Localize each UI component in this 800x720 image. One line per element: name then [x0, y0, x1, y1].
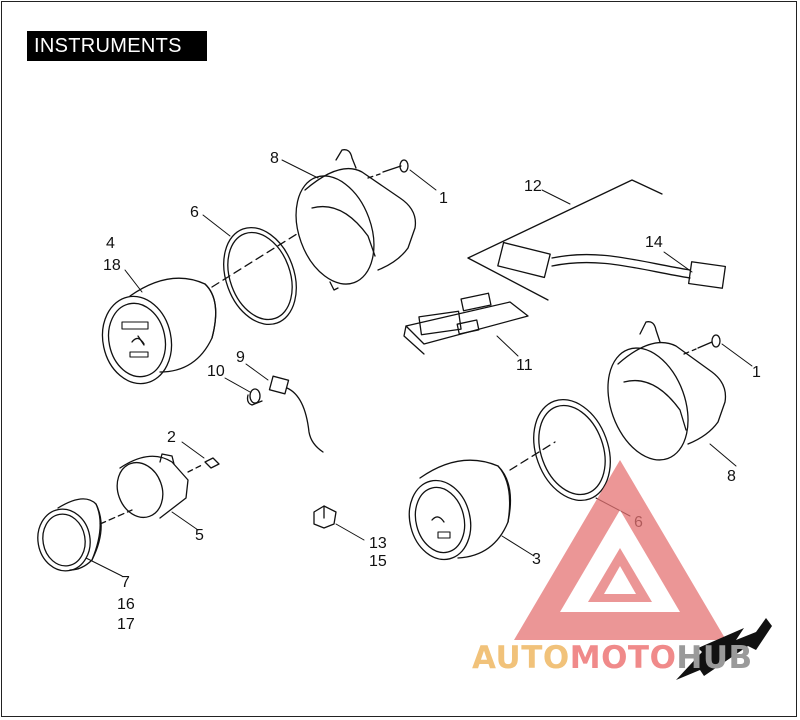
- callout-7: 7: [121, 574, 130, 591]
- speedometer-upper: [101, 277, 217, 385]
- watermark-part-hub: HUB: [676, 640, 753, 676]
- assembly-line-upper: [211, 231, 301, 288]
- callout-8-lower: 8: [727, 468, 736, 485]
- callout-13: 13: [369, 535, 387, 552]
- callout-18: 18: [103, 257, 121, 274]
- housing-lower: [607, 321, 727, 461]
- nut: [187, 457, 220, 473]
- page-title: INSTRUMENTS: [27, 31, 207, 61]
- watermark-part-auto: AUTO: [472, 640, 570, 676]
- clip: [313, 505, 337, 529]
- screw-lower: [683, 334, 721, 355]
- callout-11: 11: [516, 357, 533, 374]
- bulb-socket: [246, 375, 324, 453]
- callout-5: 5: [195, 527, 204, 544]
- callout-6-upper: 6: [190, 204, 199, 221]
- callout-1-upper: 1: [439, 190, 448, 207]
- callout-14: 14: [645, 234, 663, 251]
- watermark-logo: [514, 460, 726, 640]
- callout-1-lower: 1: [752, 364, 761, 381]
- callout-17: 17: [117, 616, 135, 633]
- leader-lines: [85, 159, 753, 577]
- watermark-arrow-icon: [676, 618, 772, 680]
- watermark-text: AUTOMOTOHUB: [472, 640, 753, 676]
- callout-2: 2: [167, 429, 176, 446]
- assembly-line-lower: [509, 441, 556, 471]
- callout-9: 9: [236, 349, 245, 366]
- watermark-part-moto: MOTO: [569, 640, 677, 676]
- tachometer-small: [37, 498, 102, 572]
- tach-bracket: [116, 453, 189, 519]
- callout-16: 16: [117, 596, 135, 613]
- gasket-ring-upper: [223, 226, 297, 326]
- screw-upper: [367, 159, 409, 179]
- gasket-ring-lower: [533, 398, 611, 502]
- callout-12: 12: [524, 178, 542, 195]
- callout-3: 3: [532, 551, 541, 568]
- callout-10: 10: [207, 363, 225, 380]
- callout-8-upper: 8: [270, 150, 279, 167]
- callout-4: 4: [106, 235, 115, 252]
- assembly-line-tach: [99, 509, 133, 525]
- fuse-block: [403, 292, 529, 355]
- gauge-lower: [408, 459, 512, 561]
- housing-upper: [295, 149, 417, 291]
- wiring-harness: [467, 179, 727, 301]
- callout-15: 15: [369, 553, 387, 570]
